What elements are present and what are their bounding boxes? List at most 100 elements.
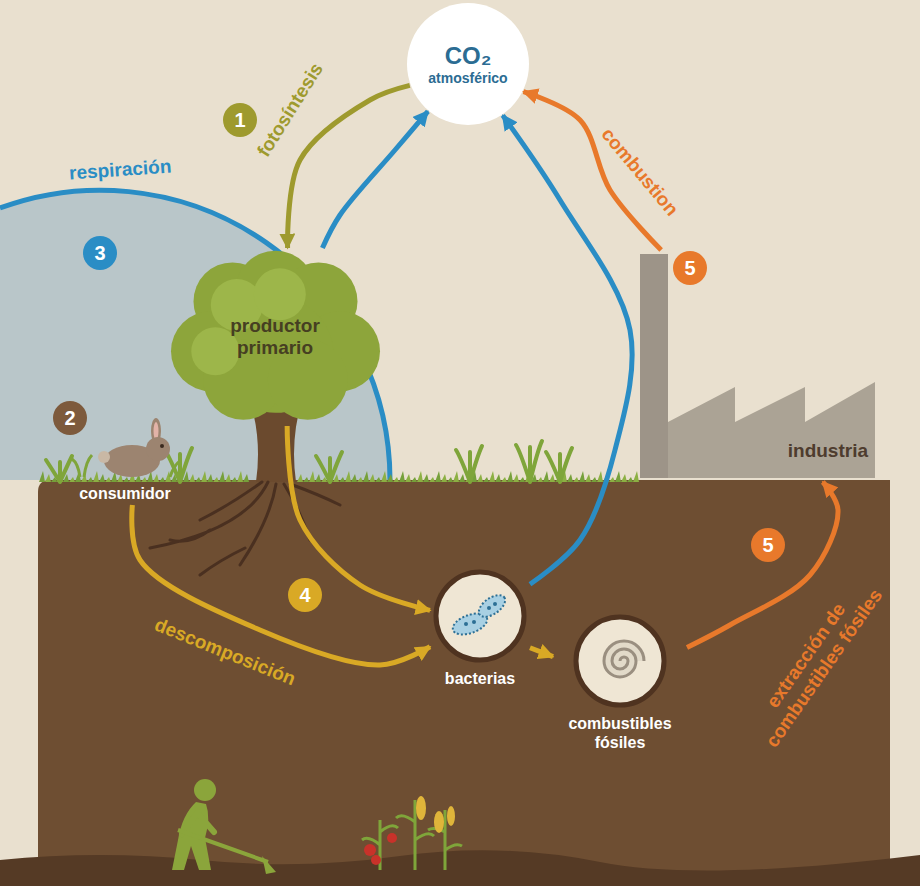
plant-tuft <box>516 441 542 482</box>
industry-factory: industria <box>630 250 890 482</box>
callout-number: 3 <box>83 236 117 270</box>
grass-blade <box>381 471 387 482</box>
grass-blade <box>237 471 243 482</box>
node-label: industria <box>788 440 868 462</box>
plant-tuft <box>46 456 72 482</box>
callout-number: 1 <box>223 103 257 137</box>
grass-blade <box>297 474 303 482</box>
grass-blade <box>573 477 579 482</box>
node-label: combustibles fósiles <box>555 715 685 752</box>
grass-blade <box>585 474 591 482</box>
grass-blade <box>483 477 489 482</box>
grass-blade <box>339 477 345 482</box>
grass-blade <box>447 477 453 482</box>
grass-blade <box>153 474 159 482</box>
tree-trunk <box>150 400 340 575</box>
grass-blade <box>411 477 417 482</box>
grass-blade <box>45 474 51 482</box>
grass-blade <box>513 474 519 482</box>
grass-blade <box>369 474 375 482</box>
grass-blade <box>93 471 99 482</box>
grass-blade <box>87 477 93 482</box>
node-label: CO₂ <box>445 42 492 70</box>
grass-blade <box>501 477 507 482</box>
node-content: bacterias <box>430 567 530 690</box>
grass-blade <box>417 471 423 482</box>
node-label: productor primario <box>200 315 350 359</box>
grass-blade <box>453 471 459 482</box>
grass-blade <box>357 477 363 482</box>
grass-blade <box>69 477 75 482</box>
producer-tree: productor primario <box>168 248 383 426</box>
grass-blade <box>39 471 45 482</box>
grass-blade <box>537 477 543 482</box>
grass-blade <box>459 474 465 482</box>
node-icon <box>70 399 180 479</box>
grass-blade <box>351 474 357 482</box>
grass-blade <box>375 477 381 482</box>
grass-blade <box>423 474 429 482</box>
grass-blade <box>507 471 513 482</box>
grass-blade <box>387 474 393 482</box>
grass-blade <box>489 471 495 482</box>
grass-blade <box>99 474 105 482</box>
tree-crown-shape <box>171 251 380 420</box>
grass-blade <box>591 477 597 482</box>
grass-blade <box>123 477 129 482</box>
grass-blade <box>393 477 399 482</box>
grass-blade <box>363 471 369 482</box>
grass-blade <box>213 477 219 482</box>
node-content: combustibles fósiles <box>553 612 687 753</box>
pool-circle <box>407 3 529 125</box>
node-content: CO₂atmosférico <box>406 2 530 126</box>
grass-blade <box>315 474 321 482</box>
grass-blade <box>621 474 627 482</box>
grass-blade <box>189 474 195 482</box>
rabbit <box>72 418 180 477</box>
grass <box>39 441 639 482</box>
grass-blade <box>201 471 207 482</box>
node-icon <box>432 568 528 664</box>
grass-blade <box>243 474 249 482</box>
bacteria-circle: bacterias <box>430 567 530 690</box>
grass-blade <box>399 471 405 482</box>
grass-blade <box>345 471 351 482</box>
grass-blade <box>303 477 309 482</box>
callout-number: 5 <box>751 528 785 562</box>
plant-tuft <box>546 448 572 482</box>
grass-blade <box>549 474 555 482</box>
node-label: consumidor <box>79 485 171 503</box>
grass-blade <box>615 471 621 482</box>
grass-blade <box>195 477 201 482</box>
fossil-fuel-circle: combustibles fósiles <box>553 612 687 753</box>
callout-number: 4 <box>288 578 322 612</box>
fossil-icon <box>576 617 664 705</box>
plant-tuft <box>316 452 342 482</box>
callout-number: 2 <box>53 401 87 435</box>
grass-blade <box>477 474 483 482</box>
grass-blade <box>627 477 633 482</box>
grass-blade <box>519 477 525 482</box>
grass-blade <box>105 477 111 482</box>
node-icon <box>572 613 668 709</box>
plant-tuft <box>456 446 482 482</box>
grass-blade <box>441 474 447 482</box>
grass-blade <box>309 471 315 482</box>
grass-blade <box>579 471 585 482</box>
grass-blade <box>543 471 549 482</box>
grass-blade <box>219 471 225 482</box>
flow-arrow <box>288 85 410 248</box>
node-label: atmosférico <box>428 70 507 86</box>
carbon-pool-circle: CO₂atmosférico <box>406 2 530 126</box>
grass-blade <box>633 471 639 482</box>
grass-blade <box>231 477 237 482</box>
grass-blade <box>405 474 411 482</box>
callout-number: 5 <box>673 251 707 285</box>
grass-blade <box>597 471 603 482</box>
crops <box>362 796 462 870</box>
flow-arrow <box>530 648 553 657</box>
deep-soil <box>0 850 920 886</box>
grass-blade <box>207 474 213 482</box>
node-content: productor primario <box>168 248 383 426</box>
